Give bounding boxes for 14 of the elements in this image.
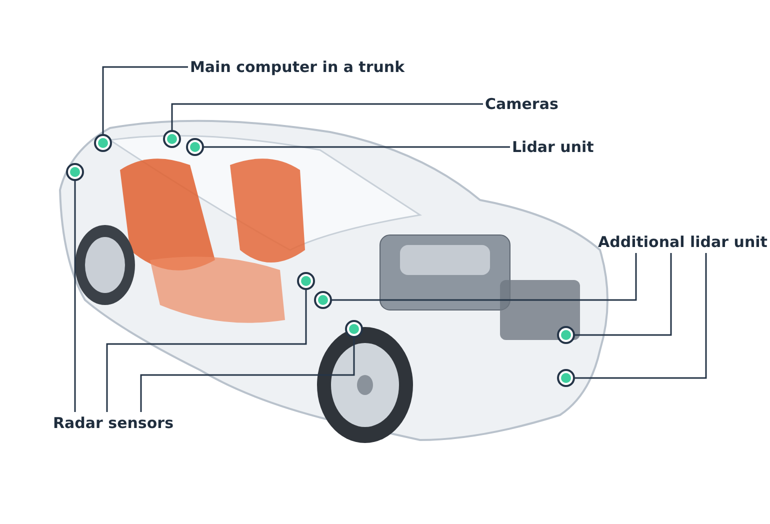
sensor-leader-line <box>186 138 510 156</box>
sensor-leader-line <box>557 253 672 344</box>
callout-label: Cameras <box>483 93 560 115</box>
sensor-leader-line <box>66 163 84 412</box>
sensor-leader-line <box>557 253 707 387</box>
sensor-leader-line <box>163 103 483 148</box>
sensor-leader-line <box>314 253 637 309</box>
sensor-leader-line <box>94 66 188 152</box>
callout-label: Main computer in a trunk <box>188 56 407 78</box>
sensor-leader-line <box>106 272 315 412</box>
sensor-leader-line <box>140 320 363 412</box>
callout-label: Lidar unit <box>510 136 596 158</box>
callout-label: Radar sensors <box>51 412 176 434</box>
callout-label: Additional lidar unit <box>596 231 770 253</box>
